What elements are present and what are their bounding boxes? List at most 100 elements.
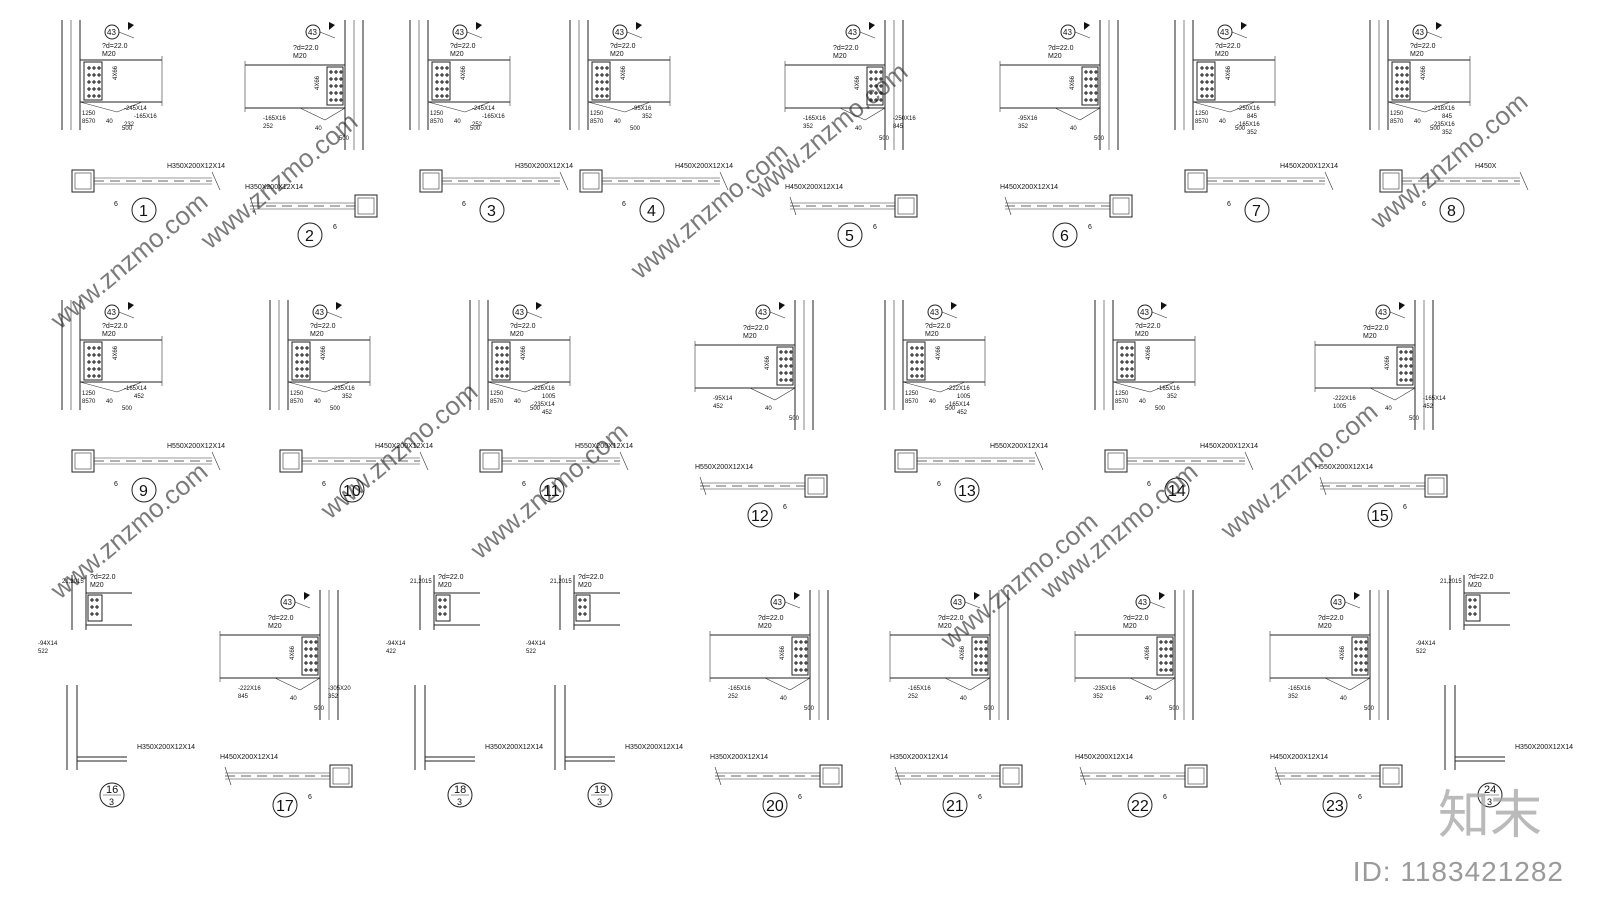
line [944,677,971,691]
bolt-mark [804,647,808,651]
bolt-mark [915,367,919,371]
box-column [804,474,828,498]
bolt-mark [1200,80,1204,84]
bolt-mark [309,640,313,644]
bolt-mark [1468,612,1472,616]
bolt-mark [979,647,983,651]
dim-label: 40 [106,119,113,125]
bolt-mark [334,98,338,102]
line [274,677,301,691]
plate-spec: -245X14 [124,106,147,112]
end-plate [491,341,511,381]
bolt-mark [1094,70,1098,74]
line [116,101,143,113]
box-column-inner [897,452,915,470]
detail-number-circle [131,197,157,223]
bolt-mark [1169,647,1173,651]
bolt-mark [1405,66,1409,70]
bolt-mark [339,91,343,95]
dim-label: 4X66 [1421,65,1427,80]
detail-number: 5 [845,228,854,245]
connection-detail-24: 21,2015?d=22.0M20-94X14522H350X200X12X14… [1416,574,1573,808]
bolt-mark [1200,87,1204,91]
dim-label: 40 [765,406,772,412]
bolt-mark [97,346,101,350]
dim-label: 4X66 [1226,65,1232,80]
detail-number: 15 [1371,508,1389,525]
bolt-mark [794,647,798,651]
box-column-inner [897,197,915,215]
dim-label: 8570 [1390,119,1404,125]
bolt-mark [304,668,308,672]
plate-spec: 352 [1247,130,1258,136]
beam-section-label: H350X200X12X14 [710,754,768,761]
connection-detail-20: 43?d=22.0M204X6650040-165X16252H350X200X… [709,590,843,818]
bolt-mark [1359,668,1363,672]
box-column-inner [822,767,840,785]
brand-watermark: 知末 [1437,786,1542,846]
plate-spec: 522 [526,649,537,655]
box-column-inner [1107,452,1125,470]
bolt-mark [1120,360,1124,364]
line [1424,101,1451,113]
bolt-mark [95,598,99,602]
bolt-mark [1164,668,1168,672]
line [859,31,876,39]
plate-spec: 352 [1018,124,1029,130]
bolt-mark [339,70,343,74]
bolt-mark [445,87,449,91]
dim-label: 8570 [430,119,444,125]
bolt-mark [869,77,873,81]
dim-label: 4X66 [461,65,467,80]
weld-symbol-label: 43 [930,308,939,317]
bolt-mark [605,94,609,98]
detail-number-circle [747,502,773,528]
bolt-mark [578,612,582,616]
bolt-mark [92,367,96,371]
bolt-mark [979,654,983,658]
bolt-mark [600,87,604,91]
plate-spec: 252 [908,694,919,700]
bolt-mark [87,73,91,77]
beam-section-label: H350X200X12X14 [137,744,195,751]
dim-label: 40 [1385,406,1392,412]
line [749,387,776,401]
bolt-mark [799,640,803,644]
bolt-mark [1399,371,1403,375]
bolt-mark [784,371,788,375]
bolt-mark [799,661,803,665]
plate-spec: -250X16 [893,116,916,122]
bolt-mark [339,84,343,88]
bolt-mark [1405,94,1409,98]
bolt-spec: M20 [450,51,464,58]
dim-label: 1250 [430,111,444,117]
connection-detail-21: 43?d=22.0M204X6650040-165X16252H350X200X… [889,590,1023,818]
bolt-mark [1169,640,1173,644]
detail-sub-number: 3 [597,797,602,807]
bolt-mark [595,80,599,84]
bolt-mark [495,353,499,357]
plate-spec: 232 [124,122,135,128]
line [624,101,651,113]
dim-label: 6 [1227,201,1231,208]
plate-spec: -94X14 [38,641,58,647]
dim-label: 4X66 [315,75,321,90]
hole-spec: ?d=22.0 [1363,325,1389,332]
bolt-mark [443,612,447,616]
dim-label: 500 [1235,126,1246,132]
bolt-mark [869,98,873,102]
detail-sub-number: 3 [109,797,114,807]
bolt-mark [329,91,333,95]
end-plate [1116,341,1136,381]
bolt-mark [505,367,509,371]
bolt-mark [915,360,919,364]
hole-spec: ?d=22.0 [1215,43,1241,50]
bolt-mark [974,668,978,672]
plate-spec: 452 [957,410,968,416]
bolt-mark [95,605,99,609]
detail-number-circle [272,792,298,818]
connection-detail-17: 43?d=22.0M204X6650040-222X16845-305X2035… [219,590,353,818]
detail-number: 18 [454,784,466,796]
detail-number-circle [1052,222,1078,248]
